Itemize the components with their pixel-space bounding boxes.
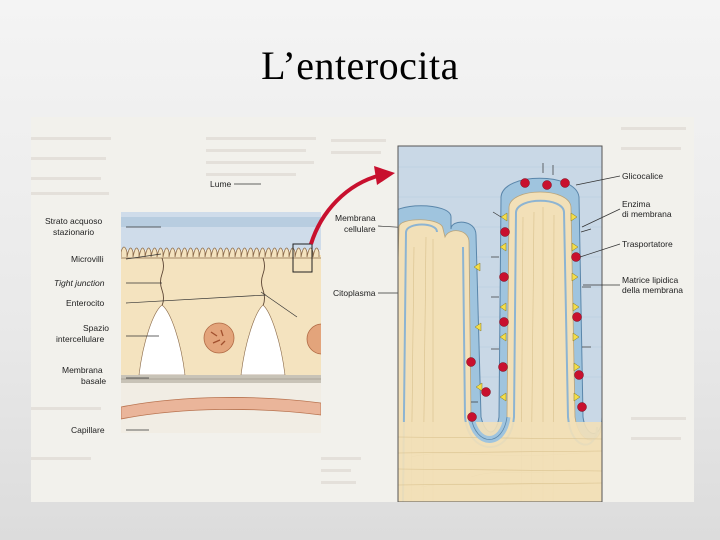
label-membrana-cellulare-2: cellulare bbox=[344, 224, 376, 234]
transporters bbox=[473, 212, 581, 402]
label-membrana-basale-1: Membrana bbox=[62, 365, 103, 375]
label-della-membrana: della membrana bbox=[622, 285, 683, 295]
label-matrice-lipidica: Matrice lipidica bbox=[622, 275, 678, 285]
label-stazionario: stazionario bbox=[53, 227, 94, 237]
intercellular-space bbox=[138, 304, 186, 376]
label-strato-acquoso: Strato acquoso bbox=[45, 216, 102, 226]
enterocyte-diagram: Lume Strato acquoso stazionario Microvil… bbox=[31, 127, 686, 502]
label-membrana-basale-2: basale bbox=[81, 376, 106, 386]
label-lume: Lume bbox=[210, 179, 232, 189]
label-glicocalice: Glicocalice bbox=[622, 171, 663, 181]
glycocalyx-stalks bbox=[471, 163, 592, 403]
label-enterocito: Enterocito bbox=[66, 298, 105, 308]
label-intercellulare: intercellulare bbox=[56, 334, 104, 344]
label-microvilli: Microvilli bbox=[71, 254, 104, 264]
label-di-membrana: di membrana bbox=[622, 209, 672, 219]
zoom-panel-border bbox=[397, 145, 603, 502]
slide-title: L’enterocita bbox=[261, 43, 459, 88]
zoom-arrow bbox=[309, 166, 395, 245]
zoom-box bbox=[292, 243, 313, 273]
label-tight-junction: Tight junction bbox=[54, 278, 105, 288]
left-leader-lines bbox=[125, 183, 298, 431]
label-capillare: Capillare bbox=[71, 425, 105, 435]
label-enzima: Enzima bbox=[622, 199, 651, 209]
zoom-panel bbox=[398, 163, 602, 502]
microvilli bbox=[121, 246, 320, 258]
left-panel bbox=[121, 212, 321, 502]
label-spazio: Spazio bbox=[83, 323, 109, 333]
capillary bbox=[121, 397, 321, 420]
nucleus bbox=[203, 322, 235, 354]
label-citoplasma: Citoplasma bbox=[333, 288, 376, 298]
right-leader-lines bbox=[575, 175, 621, 286]
membrane-enzymes bbox=[466, 178, 587, 422]
label-trasportatore: Trasportatore bbox=[622, 239, 673, 249]
enterocyte-figure: Lume Strato acquoso stazionario Microvil… bbox=[31, 117, 694, 502]
label-membrana-cellulare-1: Membrana bbox=[335, 213, 376, 223]
